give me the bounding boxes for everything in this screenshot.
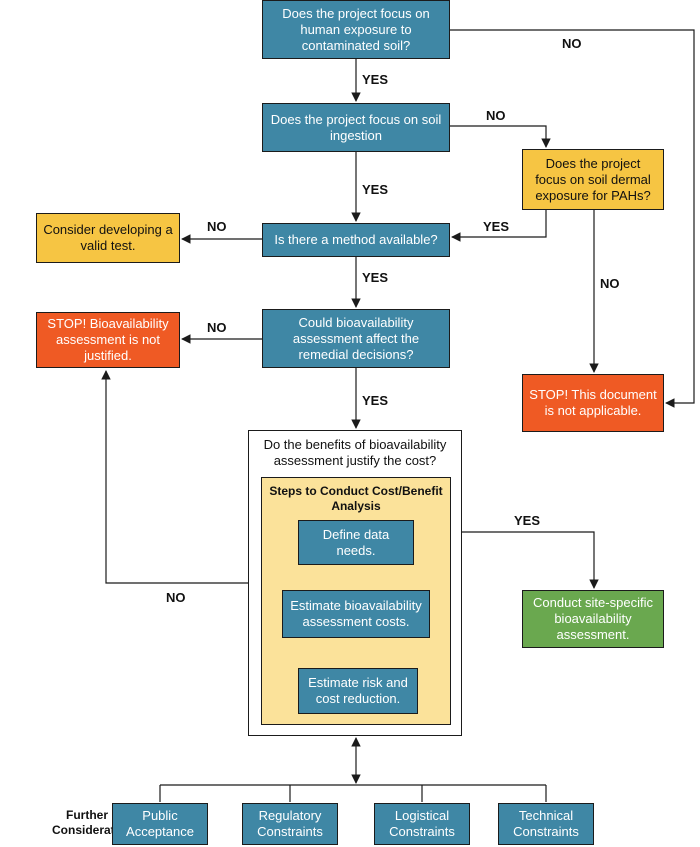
node-conduct-site-specific: Conduct site-specific bioavailability as… [522, 590, 664, 648]
label-dermal-no: NO [600, 276, 620, 291]
label-q1-no: NO [562, 36, 582, 51]
label-q2-yes: YES [362, 182, 389, 197]
label-dermal-yes: YES [483, 219, 510, 234]
label-q2-no: NO [486, 108, 506, 123]
arrow-q2-no-to-dermal [450, 125, 551, 148]
node-method-available: Is there a method available? [262, 223, 450, 257]
consideration-regulatory-constraints: Regulatory Constraints [242, 803, 338, 845]
node-stop-not-justified: STOP! Bioavailability assessment is not … [36, 312, 180, 368]
cost-benefit-title: Steps to Conduct Cost/Benefit Analysis [269, 484, 443, 513]
consideration-technical-constraints: Technical Constraints [498, 803, 594, 845]
step-estimate-costs: Estimate bioavailability assessment cost… [282, 590, 430, 638]
further-considerations-label: Further Considerations [52, 808, 140, 837]
step-define-data: Define data needs. [298, 520, 414, 565]
consideration-logistical-constraints: Logistical Constraints [374, 803, 470, 845]
benefits-cost-question: Do the benefits of bioavailability asses… [263, 437, 447, 468]
node-consider-valid-test: Consider developing a valid test. [36, 213, 180, 263]
node-dermal-pahs: Does the project focus on soil dermal ex… [522, 149, 664, 210]
step-estimate-risk: Estimate risk and cost reduction. [298, 668, 418, 714]
arrow-q1-no-to-stop-not-applicable [450, 29, 695, 408]
label-affect-yes: YES [362, 393, 389, 408]
consideration-public-acceptance: Public Acceptance [112, 803, 208, 845]
label-q1-yes: YES [362, 72, 389, 87]
node-affect-remedial: Could bioavailability assessment affect … [262, 309, 450, 368]
arrow-dermal-yes-to-method [451, 210, 547, 242]
label-benefits-yes: YES [514, 513, 541, 528]
arrow-benefits-yes-to-conduct [462, 531, 599, 589]
node-soil-ingestion: Does the project focus on soil ingestion [262, 103, 450, 152]
label-method-no: NO [207, 219, 227, 234]
arrow-benefits-no-to-stop [101, 370, 248, 584]
label-benefits-no: NO [166, 590, 186, 605]
label-affect-no: NO [207, 320, 227, 335]
node-stop-not-applicable: STOP! This document is not applicable. [522, 374, 664, 432]
node-human-exposure: Does the project focus on human exposure… [262, 0, 450, 59]
label-method-yes: YES [362, 270, 389, 285]
